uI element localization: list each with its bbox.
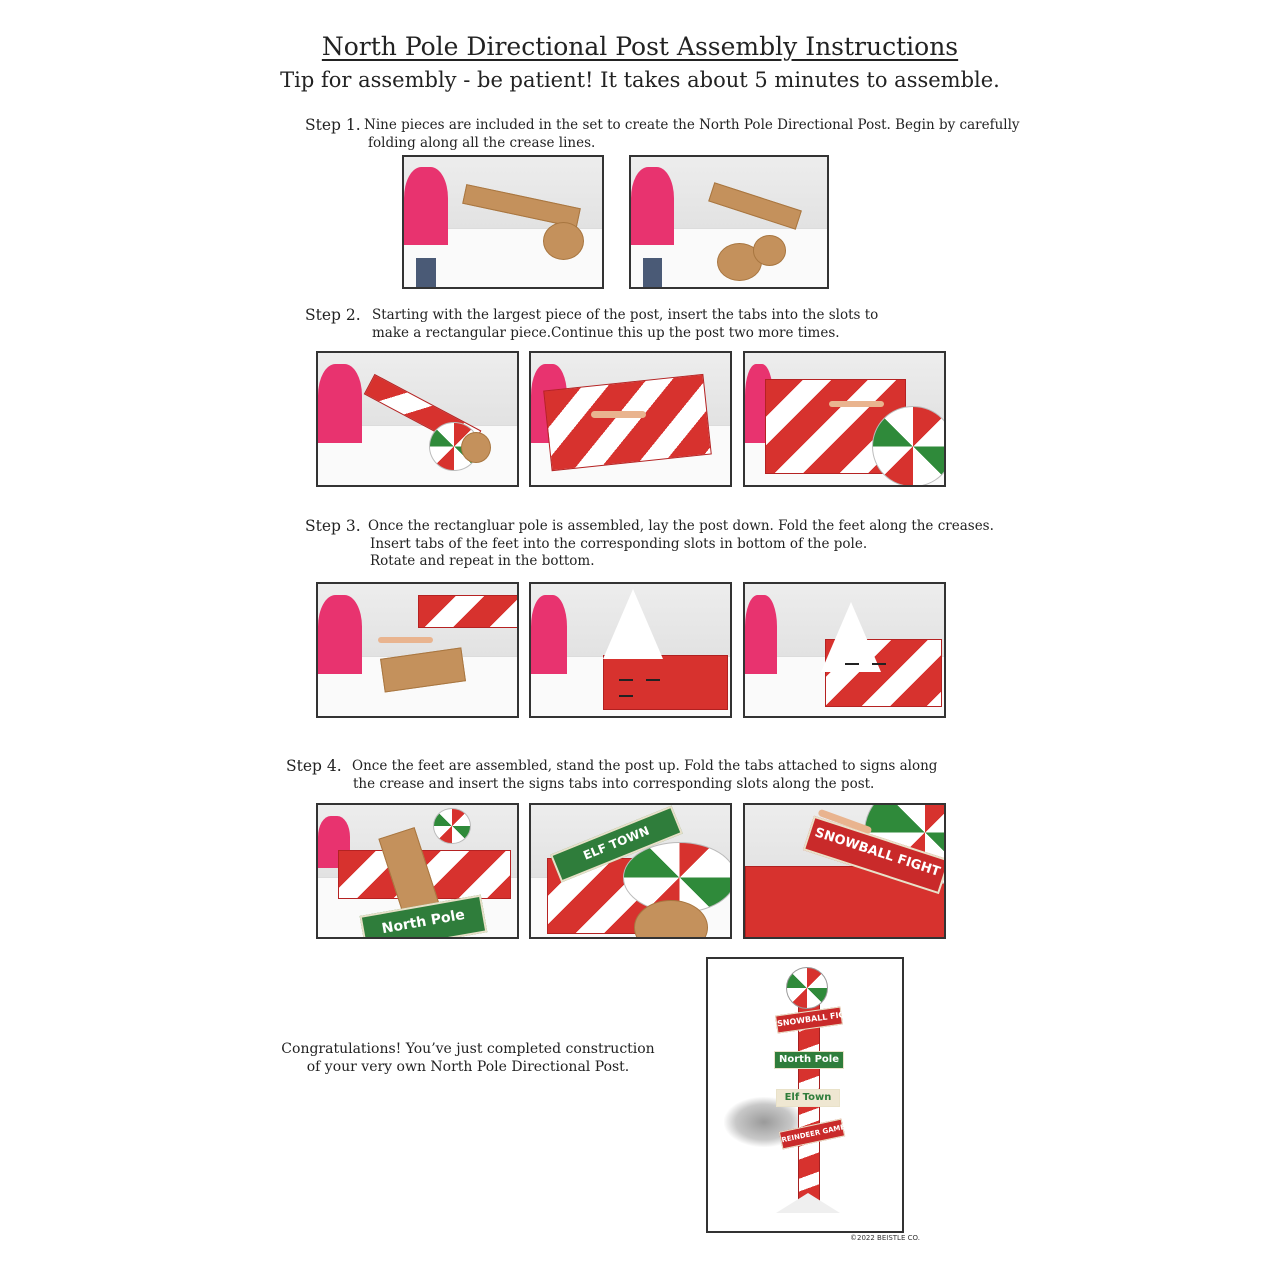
step-4-text: Once the feet are assembled, stand the p…: [352, 758, 937, 793]
cardboard-disc: [542, 222, 585, 261]
jeans: [415, 258, 436, 287]
step-4-line-1: Once the feet are assembled, stand the p…: [352, 758, 938, 774]
hands: [828, 400, 885, 408]
step-3-photo-3: [743, 582, 946, 718]
person: [318, 594, 362, 674]
hands: [377, 636, 434, 644]
step-2-photo-3: [743, 351, 946, 487]
step-1-line-2: folding along all the crease lines.: [368, 134, 596, 151]
candy-stripe-post: [417, 594, 517, 629]
candy-stripe-post: [543, 373, 712, 472]
step-1-photo-2: [629, 155, 829, 289]
white-foot: [820, 602, 881, 673]
step-2-text: Starting with the largest piece of the p…: [372, 307, 878, 342]
person: [631, 167, 675, 246]
step-1-photo-1: [402, 155, 604, 289]
peppermint-swirl: [433, 807, 472, 844]
person: [531, 594, 567, 674]
step-3-line-1: Once the rectangluar pole is assembled, …: [368, 518, 994, 534]
slot: [844, 663, 859, 666]
hands: [590, 411, 647, 418]
step-4-label: Step 4.: [286, 757, 342, 775]
jeans: [642, 258, 663, 287]
step-4-photo-3: SNOWBALL FIGHT: [743, 803, 946, 939]
step-3-line-3: Rotate and repeat in the bottom.: [370, 553, 595, 569]
slot: [646, 679, 661, 682]
step-4-photo-2: ELF TOWN: [529, 803, 732, 939]
step-3-label: Step 3.: [305, 517, 361, 535]
step-3-photo-1: [316, 582, 519, 718]
step-2-photo-1: [316, 351, 519, 487]
step-2-line-2: make a rectangular piece.Continue this u…: [372, 324, 840, 341]
sign-north-pole: North Pole: [774, 1051, 844, 1069]
step-4-line-2: the crease and insert the signs tabs int…: [353, 775, 875, 792]
peppermint-topper: [786, 967, 828, 1009]
step-2-label: Step 2.: [305, 306, 361, 324]
step-3-line-2: Insert tabs of the feet into the corresp…: [370, 535, 868, 552]
step-2-photo-2: [529, 351, 732, 487]
assembly-tip: Tip for assembly - be patient! It takes …: [280, 68, 1000, 92]
cardboard-disc: [634, 900, 709, 937]
person: [318, 363, 362, 443]
cardboard-disc: [461, 432, 492, 464]
white-foot: [602, 589, 663, 660]
cardboard-piece: [708, 182, 803, 230]
sign-elf-town: Elf Town: [776, 1089, 840, 1107]
slot: [618, 694, 633, 697]
step-3-photo-2: [529, 582, 732, 718]
page-title: North Pole Directional Post Assembly Ins…: [321, 32, 959, 61]
copyright-notice: ©2022 BEISTLE CO.: [850, 1234, 920, 1242]
completed-post-photo: SNOWBALL FIGHT North Pole Elf Town REIND…: [706, 957, 904, 1233]
step-1-text: Nine pieces are included in the set to c…: [364, 117, 1020, 152]
cardboard-disc: [752, 235, 786, 266]
step-1-label: Step 1.: [305, 116, 361, 134]
slot: [872, 663, 887, 666]
pole-base: [602, 655, 728, 711]
step-2-line-1: Starting with the largest piece of the p…: [372, 307, 879, 323]
person: [745, 594, 777, 674]
congrats-line-2: of your very own North Pole Directional …: [306, 1059, 630, 1075]
step-4-photo-1: North Pole: [316, 803, 519, 939]
congrats-line-1: Congratulations! You’ve just completed c…: [281, 1041, 655, 1057]
post-feet: [776, 1193, 840, 1213]
person: [404, 167, 448, 246]
slot: [618, 679, 633, 682]
peppermint-swirl: [872, 405, 944, 485]
congratulations-text: Congratulations! You’ve just completed c…: [268, 1040, 668, 1076]
step-1-line-1: Nine pieces are included in the set to c…: [364, 117, 1020, 133]
step-3-text: Once the rectangluar pole is assembled, …: [368, 518, 994, 571]
